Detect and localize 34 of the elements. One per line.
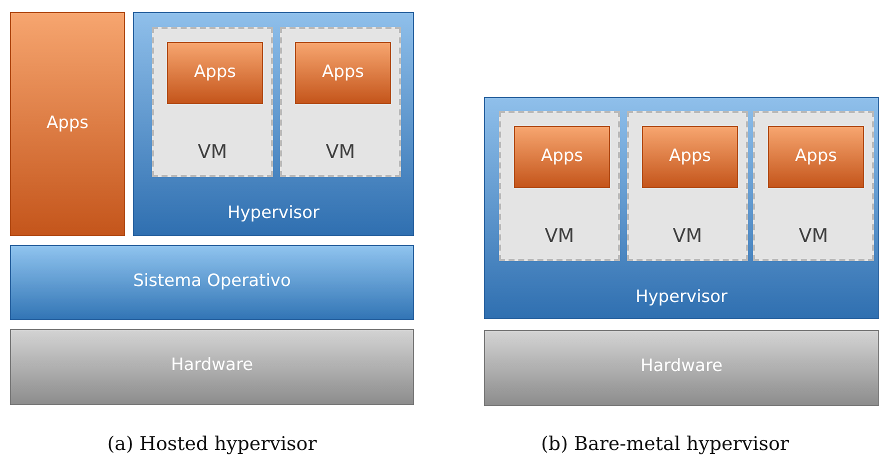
- virtual-machine-box: [280, 27, 401, 177]
- layer-label: VM: [196, 141, 228, 163]
- layer-label: Apps: [668, 146, 712, 166]
- layer-label: Hardware: [639, 356, 724, 376]
- layer-label: Apps: [45, 113, 90, 133]
- hypervisor-layer: [133, 12, 414, 236]
- virtual-machine-box: [152, 27, 273, 177]
- hardware-layer: [484, 330, 879, 406]
- virtual-machine-box: [627, 111, 748, 261]
- layer-label: Hardware: [170, 355, 254, 375]
- apps-block: [514, 126, 610, 188]
- layer-label: Apps: [192, 62, 238, 82]
- layer-label: Apps: [794, 146, 838, 166]
- virtual-machine-box: [753, 111, 874, 261]
- apps-block: [295, 42, 391, 104]
- layer-label: VM: [798, 225, 830, 247]
- virtual-machine-box: [499, 111, 620, 261]
- layer-label: VM: [544, 225, 576, 247]
- layer-label: Hypervisor: [634, 287, 729, 307]
- operating-system-layer: [10, 245, 414, 320]
- figure-caption: (a) Hosted hypervisor: [107, 433, 317, 455]
- apps-block: [10, 12, 125, 236]
- hardware-layer: [10, 329, 414, 405]
- layer-label: Apps: [540, 146, 584, 166]
- layer-label: Hypervisor: [226, 203, 321, 223]
- layer-label: VM: [672, 225, 704, 247]
- apps-block: [768, 126, 864, 188]
- layer-label: Apps: [320, 62, 366, 82]
- layer-label: Sistema Operativo: [132, 271, 292, 291]
- figure-caption: (b) Bare-metal hypervisor: [541, 433, 789, 455]
- layer-label: VM: [324, 141, 356, 163]
- apps-block: [167, 42, 263, 104]
- hypervisor-layer: [484, 97, 879, 319]
- apps-block: [642, 126, 738, 188]
